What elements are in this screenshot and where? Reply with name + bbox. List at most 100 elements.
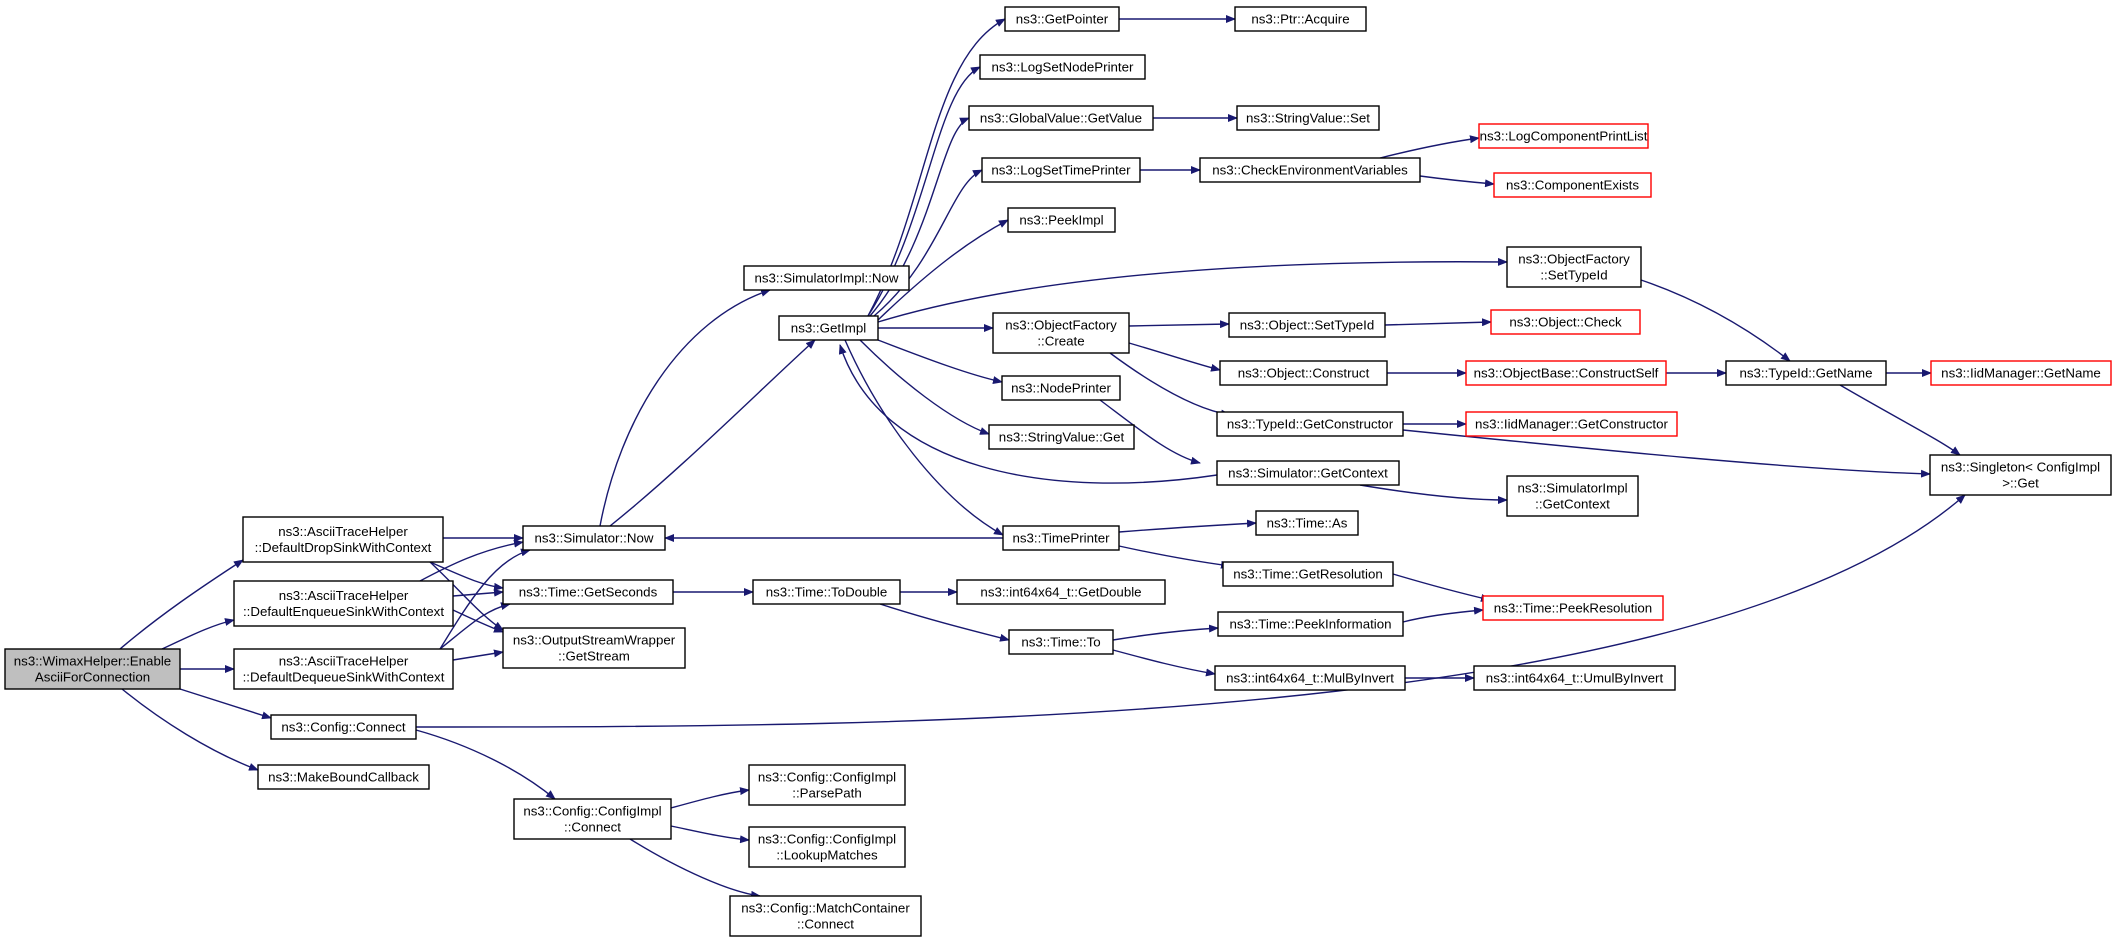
node-box[interactable] [752,579,901,605]
node-matchcont[interactable]: ns3::Config::MatchContainer::Connect [729,895,922,937]
node-box[interactable] [1482,595,1664,621]
node-obconstructself[interactable]: ns3::ObjectBase::ConstructSelf [1465,360,1667,386]
node-mbc[interactable]: ns3::MakeBoundCallback [257,764,430,790]
node-box[interactable] [1214,665,1406,691]
node-simnow[interactable]: ns3::Simulator::Now [522,525,666,551]
node-lookup[interactable]: ns3::Config::ConfigImpl::LookupMatches [748,826,906,868]
node-box[interactable] [270,714,417,740]
node-box[interactable] [1465,360,1667,386]
node-box[interactable] [242,516,444,563]
node-timeas[interactable]: ns3::Time::As [1255,510,1359,536]
node-box[interactable] [1228,312,1386,338]
node-peekimpl[interactable]: ns3::PeekImpl [1007,207,1116,233]
node-compexists[interactable]: ns3::ComponentExists [1493,172,1652,198]
node-tidgetname[interactable]: ns3::TypeId::GetName [1725,360,1887,386]
node-box[interactable] [1473,665,1676,691]
node-logtime[interactable]: ns3::LogSetTimePrinter [981,157,1141,183]
node-mulbyinv[interactable]: ns3::int64x64_t::MulByInvert [1214,665,1406,691]
node-box[interactable] [257,764,430,790]
node-box[interactable] [1222,561,1394,587]
node-simgetctx[interactable]: ns3::Simulator::GetContext [1216,460,1400,486]
node-tidgetctor[interactable]: ns3::TypeId::GetConstructor [1216,411,1404,437]
node-box[interactable] [1199,157,1421,183]
node-objconstruct[interactable]: ns3::Object::Construct [1219,360,1388,386]
node-singleton[interactable]: ns3::Singleton< ConfigImpl>::Get [1929,454,2112,496]
node-objcheck[interactable]: ns3::Object::Check [1490,309,1641,335]
node-box[interactable] [778,315,879,341]
node-drop[interactable]: ns3::AsciiTraceHelper::DefaultDropSinkWi… [242,516,444,563]
node-todouble[interactable]: ns3::Time::ToDouble [752,579,901,605]
node-checkenv[interactable]: ns3::CheckEnvironmentVariables [1199,157,1421,183]
node-box[interactable] [1725,360,1887,386]
node-simimplctx[interactable]: ns3::SimulatorImpl::GetContext [1506,475,1639,517]
node-box[interactable] [1001,375,1121,401]
node-peekres[interactable]: ns3::Time::PeekResolution [1482,595,1664,621]
node-box[interactable] [1216,411,1404,437]
node-box[interactable] [1219,360,1388,386]
node-simimplnow[interactable]: ns3::SimulatorImpl::Now [743,265,910,291]
node-getimpl[interactable]: ns3::GetImpl [778,315,879,341]
node-parsepath[interactable]: ns3::Config::ConfigImpl::ParsePath [748,764,906,806]
node-cfgconnect[interactable]: ns3::Config::Connect [270,714,417,740]
node-box[interactable] [502,627,686,669]
node-box[interactable] [1478,123,1649,149]
node-box[interactable] [1007,207,1116,233]
node-ofsettid[interactable]: ns3::ObjectFactory::SetTypeId [1506,246,1642,288]
node-box[interactable] [1216,460,1400,486]
node-osw[interactable]: ns3::OutputStreamWrapper::GetStream [502,627,686,669]
node-svset[interactable]: ns3::StringValue::Set [1236,105,1380,131]
node-getdouble[interactable]: ns3::int64x64_t::GetDouble [956,579,1166,605]
node-box[interactable] [1217,611,1404,637]
node-box[interactable] [1008,629,1114,655]
node-box[interactable] [233,648,454,690]
node-box[interactable] [1255,510,1359,536]
node-iidgetctor[interactable]: ns3::IidManager::GetConstructor [1465,411,1678,437]
node-timeto[interactable]: ns3::Time::To [1008,629,1114,655]
node-box[interactable] [988,424,1135,450]
node-cfgimplconn[interactable]: ns3::Config::ConfigImpl::Connect [513,798,672,840]
node-peekinfo[interactable]: ns3::Time::PeekInformation [1217,611,1404,637]
node-deq[interactable]: ns3::AsciiTraceHelper::DefaultDequeueSin… [233,648,454,690]
node-getsec[interactable]: ns3::Time::GetSeconds [502,579,674,605]
node-timeprinter[interactable]: ns3::TimePrinter [1002,525,1120,551]
node-box[interactable] [992,312,1130,354]
node-lognode[interactable]: ns3::LogSetNodePrinter [979,54,1146,80]
node-box[interactable] [979,54,1146,80]
node-logcomplist[interactable]: ns3::LogComponentPrintList [1478,123,1649,149]
node-box[interactable] [729,895,922,937]
node-box[interactable] [1506,246,1642,288]
node-box[interactable] [1234,6,1367,32]
node-svget[interactable]: ns3::StringValue::Get [988,424,1135,450]
node-umulbyinv[interactable]: ns3::int64x64_t::UmulByInvert [1473,665,1676,691]
node-gvget[interactable]: ns3::GlobalValue::GetValue [968,105,1154,131]
node-getres[interactable]: ns3::Time::GetResolution [1222,561,1394,587]
node-box[interactable] [233,580,454,627]
node-box[interactable] [1465,411,1678,437]
node-box[interactable] [748,826,906,868]
node-box[interactable] [1236,105,1380,131]
node-enq[interactable]: ns3::AsciiTraceHelper::DefaultEnqueueSin… [233,580,454,627]
node-box[interactable] [956,579,1166,605]
node-box[interactable] [502,579,674,605]
node-box[interactable] [4,648,181,690]
node-nodeprinter[interactable]: ns3::NodePrinter [1001,375,1121,401]
node-box[interactable] [1004,6,1120,32]
node-box[interactable] [513,798,672,840]
node-root[interactable]: ns3::WimaxHelper::EnableAsciiForConnecti… [4,648,181,690]
node-setobjtid[interactable]: ns3::Object::SetTypeId [1228,312,1386,338]
node-ofcreate[interactable]: ns3::ObjectFactory::Create [992,312,1130,354]
node-box[interactable] [1930,360,2112,386]
node-box[interactable] [1493,172,1652,198]
node-getpointer[interactable]: ns3::GetPointer [1004,6,1120,32]
node-box[interactable] [1002,525,1120,551]
node-box[interactable] [1490,309,1641,335]
node-iidgetname[interactable]: ns3::IidManager::GetName [1930,360,2112,386]
node-box[interactable] [981,157,1141,183]
node-box[interactable] [1506,475,1639,517]
node-box[interactable] [748,764,906,806]
node-ptracquire[interactable]: ns3::Ptr::Acquire [1234,6,1367,32]
node-box[interactable] [968,105,1154,131]
node-box[interactable] [522,525,666,551]
node-box[interactable] [743,265,910,291]
node-box[interactable] [1929,454,2112,496]
